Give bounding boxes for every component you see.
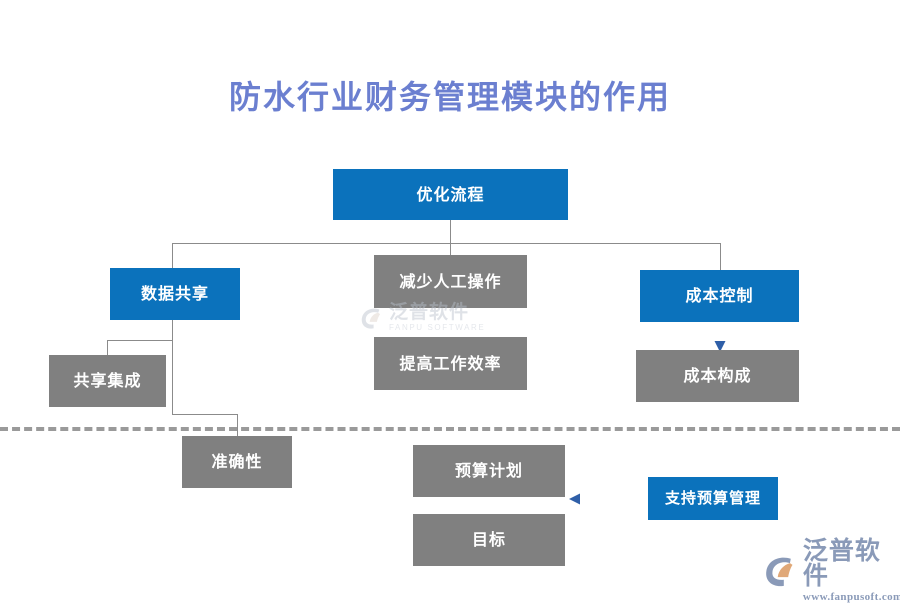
brand-name: 泛普软件 xyxy=(802,536,881,590)
node-optimize-process[interactable]: 优化流程 xyxy=(333,169,568,220)
node-cost-control[interactable]: 成本控制 xyxy=(640,270,799,322)
node-budget-plan[interactable]: 预算计划 xyxy=(413,445,565,497)
connector-data-sharing-stem xyxy=(172,320,173,415)
brand-logo: 泛普软件 www.fanpusoft.com xyxy=(762,538,900,603)
brand-url: www.fanpusoft.com xyxy=(802,591,900,603)
connector-data-sharing-bus-left xyxy=(107,340,173,341)
watermark-logo-icon xyxy=(361,308,381,329)
arrow-budget-support-to-plans xyxy=(569,493,654,505)
node-data-sharing[interactable]: 数据共享 xyxy=(110,268,240,320)
node-reduce-manual-operation[interactable]: 减少人工操作 xyxy=(374,255,527,308)
connector-root-bus xyxy=(172,243,721,244)
node-goal[interactable]: 目标 xyxy=(413,514,565,566)
dashed-divider xyxy=(0,427,900,431)
node-cost-structure[interactable]: 成本构成 xyxy=(636,350,799,402)
arrow-cost-control-to-structure xyxy=(714,320,726,352)
node-improve-work-efficiency[interactable]: 提高工作效率 xyxy=(374,337,527,390)
connector-to-cost-control xyxy=(720,243,721,271)
connector-to-accuracy xyxy=(237,414,238,437)
connector-to-data-sharing xyxy=(172,243,173,269)
connector-root-stem xyxy=(450,220,451,244)
connector-to-shared-integration xyxy=(107,340,108,356)
node-accuracy[interactable]: 准确性 xyxy=(182,436,292,488)
brand-logo-icon xyxy=(766,557,793,586)
connector-data-sharing-bus-right xyxy=(172,414,238,415)
page-title: 防水行业财务管理模块的作用 xyxy=(228,78,671,116)
node-budget-support[interactable]: 支持预算管理 xyxy=(648,477,778,520)
connector-to-reduce-manual xyxy=(450,243,451,256)
node-shared-integration[interactable]: 共享集成 xyxy=(49,355,166,407)
watermark-en: FANPU SOFTWARE xyxy=(389,323,486,332)
